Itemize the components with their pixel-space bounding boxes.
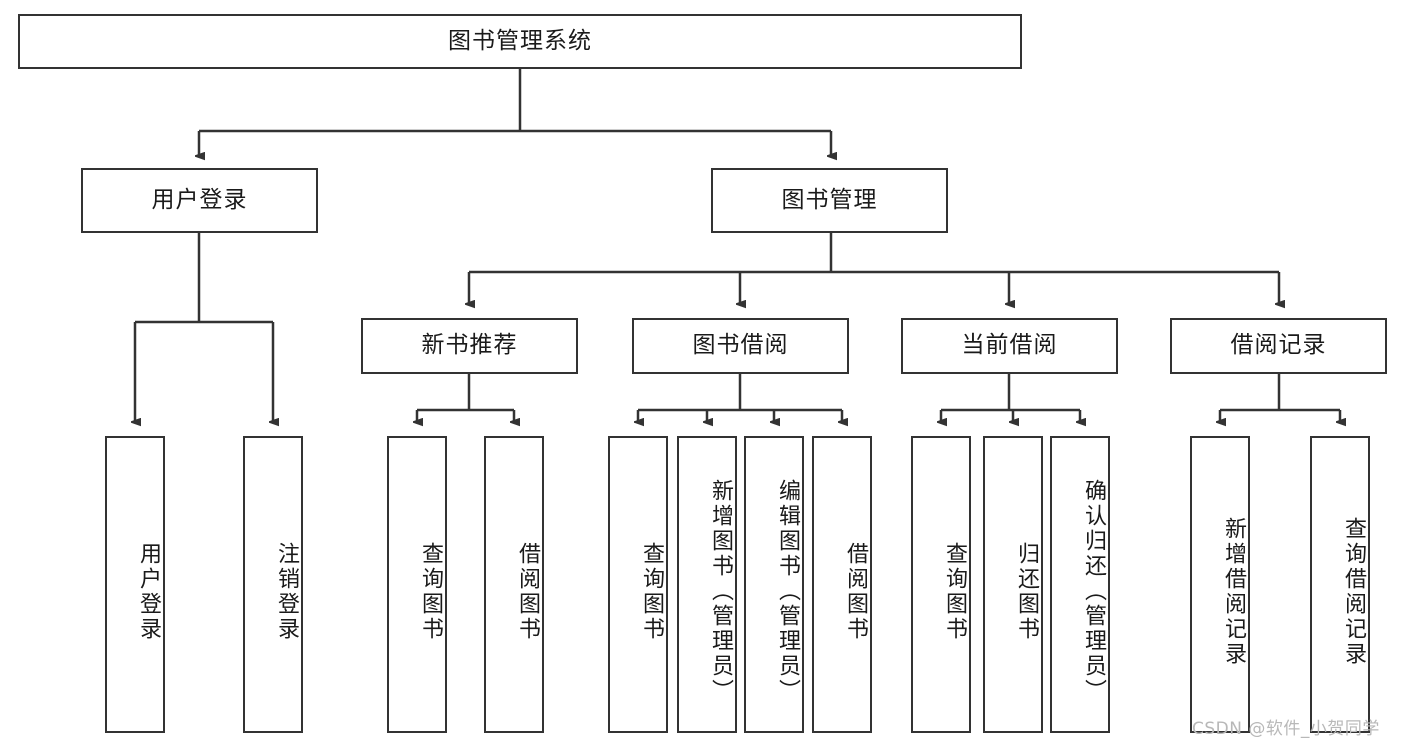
node-leaf-add-borrow-record[interactable]: 新增借阅记录: [1190, 436, 1250, 733]
node-book-management-label: 图书管理: [781, 186, 878, 213]
node-leaf-confirm-return-admin-label: 确认归还（管理员）: [1081, 479, 1106, 704]
node-leaf-borrow-book-newbook-label: 借阅图书: [515, 541, 540, 642]
node-leaf-edit-book-admin-label: 编辑图书（管理员）: [775, 479, 800, 704]
node-leaf-user-login[interactable]: 用户登录: [105, 436, 165, 733]
node-leaf-query-book-borrow-label: 查询图书: [639, 541, 664, 642]
node-leaf-logout[interactable]: 注销登录: [243, 436, 303, 733]
node-book-borrow-label: 图书借阅: [692, 332, 789, 359]
node-new-book-recommend[interactable]: 新书推荐: [361, 318, 578, 374]
node-leaf-query-book-newbook[interactable]: 查询图书: [387, 436, 447, 733]
node-leaf-return-book[interactable]: 归还图书: [983, 436, 1043, 733]
node-leaf-logout-label: 注销登录: [274, 541, 299, 642]
node-leaf-edit-book-admin[interactable]: 编辑图书（管理员）: [744, 436, 804, 733]
node-leaf-user-login-label: 用户登录: [136, 541, 161, 642]
node-leaf-query-borrow-record[interactable]: 查询借阅记录: [1310, 436, 1370, 733]
node-leaf-query-book-borrow[interactable]: 查询图书: [608, 436, 668, 733]
node-root-label: 图书管理系统: [448, 27, 592, 54]
node-user-login-label: 用户登录: [151, 186, 248, 213]
csdn-watermark: CSDN @软件_小贺同学: [1192, 719, 1380, 739]
node-current-borrow[interactable]: 当前借阅: [901, 318, 1118, 374]
node-user-login[interactable]: 用户登录: [81, 168, 318, 233]
node-leaf-add-book-admin-label: 新增图书（管理员）: [708, 479, 733, 704]
node-leaf-borrow-book-newbook[interactable]: 借阅图书: [484, 436, 544, 733]
node-new-book-recommend-label: 新书推荐: [421, 332, 518, 359]
node-root[interactable]: 图书管理系统: [18, 14, 1022, 69]
node-leaf-query-book-newbook-label: 查询图书: [418, 541, 443, 642]
node-borrow-record[interactable]: 借阅记录: [1170, 318, 1387, 374]
node-leaf-query-borrow-record-label: 查询借阅记录: [1341, 516, 1366, 667]
node-leaf-add-book-admin[interactable]: 新增图书（管理员）: [677, 436, 737, 733]
node-leaf-return-book-label: 归还图书: [1014, 541, 1039, 642]
node-leaf-add-borrow-record-label: 新增借阅记录: [1221, 516, 1246, 667]
node-leaf-borrow-book[interactable]: 借阅图书: [812, 436, 872, 733]
node-borrow-record-label: 借阅记录: [1230, 332, 1327, 359]
node-leaf-confirm-return-admin[interactable]: 确认归还（管理员）: [1050, 436, 1110, 733]
node-leaf-borrow-book-label: 借阅图书: [843, 541, 868, 642]
node-book-management[interactable]: 图书管理: [711, 168, 948, 233]
node-current-borrow-label: 当前借阅: [961, 332, 1058, 359]
node-leaf-query-book-current-label: 查询图书: [942, 541, 967, 642]
node-leaf-query-book-current[interactable]: 查询图书: [911, 436, 971, 733]
node-book-borrow[interactable]: 图书借阅: [632, 318, 849, 374]
